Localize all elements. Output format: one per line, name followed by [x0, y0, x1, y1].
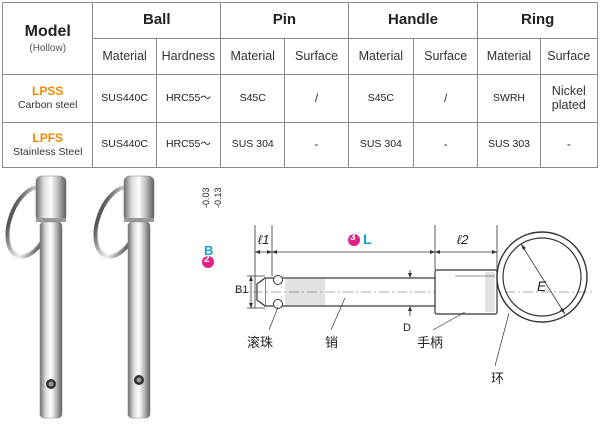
table-cell: S45C	[220, 74, 286, 123]
dimension-b-label: B	[204, 243, 214, 258]
table-cell: SUS 304	[220, 122, 286, 168]
model-subheader: (Hollow)	[29, 43, 67, 55]
part-label-handle: 手柄	[417, 335, 444, 350]
group-header-handle: Handle	[347, 2, 479, 39]
dimension-d-label: D	[403, 322, 411, 334]
part-label-pin: 销	[325, 335, 339, 350]
subheader-handle-surface: Surface	[413, 38, 479, 75]
ball-lock-pin-photo	[5, 175, 67, 419]
model-description: Stainless Steel	[12, 145, 83, 158]
model-code: LPSS	[32, 84, 64, 99]
tolerance-upper: -0.03	[201, 187, 211, 208]
dimension-diagram: ℓ1 ℓ2 2 B -0.03 -0.13 3 L B1 D E 滚珠 销 手柄…	[195, 170, 600, 426]
group-header-ball: Ball	[92, 2, 222, 39]
table-cell: Nickel plated	[539, 74, 599, 123]
table-cell: -	[539, 122, 599, 168]
pin-drawing	[202, 225, 595, 367]
table-cell: HRC55～	[155, 74, 222, 123]
table-cell: SUS 304	[347, 122, 415, 168]
model-cell: LPSS Carbon steel	[1, 74, 94, 123]
dimension-e-label: E	[537, 278, 547, 294]
dimension-l2-label: ℓ2	[457, 232, 469, 247]
table-header-row: Model (Hollow) Ball Pin Handle Ring	[1, 2, 598, 75]
model-code: LPFS	[32, 130, 64, 145]
tolerance-lower: -0.13	[213, 187, 223, 208]
table-cell: SUS440C	[92, 74, 157, 123]
table-row: LPSS Carbon steel SUS440C HRC55～ S45C / …	[1, 74, 599, 123]
table-cell: /	[284, 74, 349, 123]
table-row: LPFS Stainless Steel SUS440C HRC55～ SUS …	[1, 122, 599, 168]
table-cell: SWRH	[477, 74, 541, 123]
table-cell: S45C	[347, 74, 415, 123]
table-cell: -	[284, 122, 349, 168]
subheader-ball-material: Material	[92, 38, 157, 75]
model-header: Model	[24, 22, 71, 40]
subheader-ball-hardness: Hardness	[155, 38, 222, 75]
group-header-pin: Pin	[220, 2, 349, 39]
subheader-pin-surface: Surface	[284, 38, 349, 75]
subheader-ring-material: Material	[477, 38, 541, 75]
table-cell: HRC55～	[155, 122, 222, 168]
callout-3-number: 3	[350, 232, 356, 243]
table-subheader-row: Material Hardness Material Surface Mater…	[3, 38, 599, 75]
product-photos	[5, 175, 155, 419]
part-label-ring: 环	[491, 371, 505, 386]
callout-marker	[202, 256, 214, 268]
dimension-b1-label: B1	[235, 284, 249, 296]
subheader-ring-surface: Surface	[539, 38, 599, 75]
group-header-ring: Ring	[477, 2, 598, 39]
spec-table: Model (Hollow) Ball Pin Handle Ring Mate…	[1, 2, 599, 168]
table-cell: /	[413, 74, 479, 123]
table-cell: -	[413, 122, 479, 168]
subheader-handle-material: Material	[347, 38, 415, 75]
model-cell: LPFS Stainless Steel	[1, 122, 94, 168]
part-label-ball: 滚珠	[247, 335, 274, 350]
dimension-L-label: L	[363, 231, 372, 247]
ball-lock-pin-photo	[93, 175, 155, 419]
table-cell: SUS 303	[477, 122, 541, 168]
dimension-l1-label: ℓ1	[258, 232, 270, 247]
table-cell: SUS440C	[92, 122, 157, 168]
model-description: Carbon steel	[17, 99, 78, 112]
callout-2-number: 2	[204, 254, 210, 265]
callout-marker	[348, 234, 360, 246]
subheader-pin-material: Material	[220, 38, 286, 75]
model-header-cell: Model (Hollow)	[1, 2, 94, 75]
